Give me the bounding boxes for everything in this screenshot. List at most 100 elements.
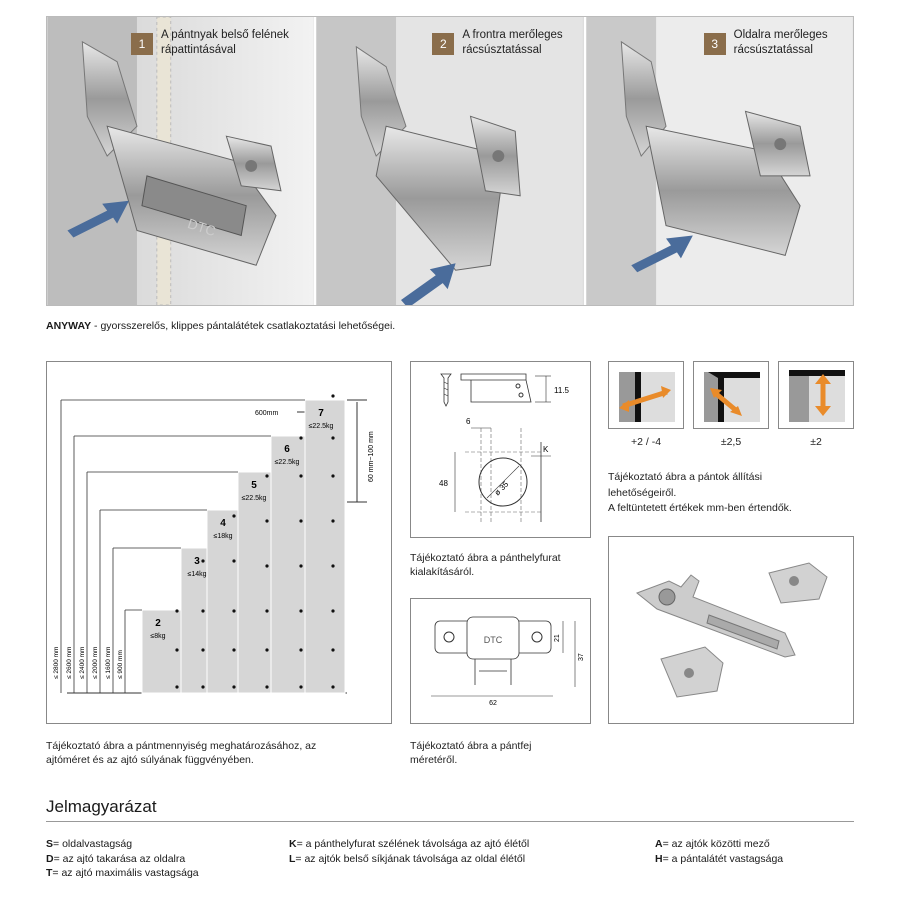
hinge-count-label: 4 xyxy=(220,518,226,529)
hinge-position-dot xyxy=(331,564,335,568)
photo-step-3: 3 Oldalra merőleges rácsúsztatással xyxy=(586,17,853,305)
hinge-position-dot xyxy=(265,609,269,613)
drill-hole-diagram: 11.5 6 ø 35 48 K xyxy=(410,361,591,538)
legend-item: L= az ajtók belső síkjának távolsága az … xyxy=(289,852,526,865)
height-label: ≤ 900 mm xyxy=(117,650,124,679)
step-number: 1 xyxy=(131,33,153,55)
legend-item: K= a pánthelyfurat szélének távolsága az… xyxy=(289,838,530,850)
hinge-position-dot xyxy=(299,564,303,568)
hinge-position-dot xyxy=(265,564,269,568)
hinge-position-dot xyxy=(331,609,335,613)
hinge-position-dot xyxy=(331,648,335,652)
weight-label: ≤18kg xyxy=(213,533,232,540)
legend-item: A= az ajtók közötti mező xyxy=(655,838,770,850)
adjust-item-1: +2 / -4 xyxy=(608,361,684,455)
adjustment-icons: +2 / -4 ±2,5 ±2 xyxy=(608,361,854,455)
dim-48: 48 xyxy=(439,479,448,488)
height-label: ≤ 2600 mm xyxy=(66,647,73,679)
photo-step-2: 2 A frontra merőleges rácsúsztatással xyxy=(316,17,586,305)
hinge-position-dot xyxy=(201,685,205,689)
step-label: A frontra merőleges rácsúsztatással xyxy=(462,29,563,56)
photo-step-1: DTC 1 A pántnyak belső felének rápattint… xyxy=(47,17,317,305)
installation-photos: DTC 1 A pántnyak belső felének rápattint… xyxy=(46,16,854,306)
vertical-adjust-icon xyxy=(789,370,845,422)
hinge-count-label: 7 xyxy=(318,408,324,419)
adjust-caption: Tájékoztató ábra a pántok állítási lehet… xyxy=(608,471,792,514)
hinge-count-label: 3 xyxy=(194,556,200,567)
hinge-position-dot xyxy=(232,685,236,689)
adjust-value: ±2 xyxy=(810,436,822,448)
horizontal-adjust-icon xyxy=(619,372,675,422)
hinge-position-dot xyxy=(232,559,236,563)
dim-21: 21 xyxy=(554,634,561,642)
hinge-illustration-1: DTC xyxy=(47,17,314,305)
adjust-item-2: ±2,5 xyxy=(693,361,769,455)
hinge-product-image xyxy=(608,536,854,724)
cup-brand: DTC xyxy=(484,635,503,645)
width-label: 600mm xyxy=(255,410,279,417)
hinge-chart-caption: Tájékoztató ábra a pántmennyiség meghatá… xyxy=(46,740,317,766)
legend-item: S= oldalvastagság xyxy=(46,838,133,850)
weight-label: ≤22.5kg xyxy=(309,423,334,430)
hinge-position-dot xyxy=(299,519,303,523)
hinge-position-dot xyxy=(331,436,335,440)
hinge-illustration-2 xyxy=(316,17,584,305)
hinge-position-dot xyxy=(232,609,236,613)
dim-35: ø 35 xyxy=(493,479,511,497)
hinge-position-dot xyxy=(299,609,303,613)
drill-caption: Tájékoztató ábra a pánthelyfurat kialakí… xyxy=(410,552,561,578)
legend-item: D= az ajtó takarása az oldalra xyxy=(46,852,186,865)
step-label: A pántnyak belső felének rápattintásával xyxy=(161,29,289,56)
hinge-count-label: 6 xyxy=(284,444,290,455)
adjust-item-3: ±2 xyxy=(778,361,854,455)
drill-svg: 11.5 6 ø 35 48 K xyxy=(439,373,570,522)
hinge-position-dot xyxy=(331,474,335,478)
legend-item: T= az ajtó maximális vastagsága xyxy=(46,867,199,879)
hinge-position-dot xyxy=(331,519,335,523)
cup-caption: Tájékoztató ábra a pántfej méretéről. xyxy=(410,740,532,766)
hinge-position-dot xyxy=(331,394,335,398)
hinge-position-dot xyxy=(175,685,179,689)
step-number: 2 xyxy=(432,33,455,55)
adjust-value: +2 / -4 xyxy=(630,436,662,448)
hinge-parts-illustration xyxy=(636,562,828,698)
hinge-position-dot xyxy=(265,474,269,478)
dim-K: K xyxy=(543,445,549,454)
hinge-position-dot xyxy=(232,648,236,652)
dim-62: 62 xyxy=(489,700,497,707)
hinge-position-dot xyxy=(201,559,205,563)
hinge-position-dot xyxy=(265,648,269,652)
weight-label: ≤14kg xyxy=(187,571,206,578)
legend-item: H= a pántalátét vastagsága xyxy=(655,852,784,865)
dim-37: 37 xyxy=(578,653,585,661)
weight-label: ≤22.5kg xyxy=(275,459,300,466)
hinge-position-dot xyxy=(299,474,303,478)
hinge-position-dot xyxy=(232,514,236,518)
hinge-position-dot xyxy=(175,609,179,613)
cup-svg: DTC 62 21 37 xyxy=(431,616,585,707)
hinge-count-label: 2 xyxy=(155,618,161,629)
cup-size-diagram: DTC 62 21 37 xyxy=(410,598,591,724)
step-number: 3 xyxy=(703,33,726,55)
dim-11-5: 11.5 xyxy=(554,386,570,395)
hinge-position-dot xyxy=(299,436,303,440)
hinge-position-dot xyxy=(201,648,205,652)
hinge-position-dot xyxy=(201,609,205,613)
hinge-position-dot xyxy=(331,685,335,689)
hinge-count-svg: 600mm 60 mm~100 mm ≤ 900 mm2≤8kg≤ 1600 m… xyxy=(53,394,375,694)
height-label: ≤ 2800 mm xyxy=(53,647,60,679)
hinge-position-dot xyxy=(299,648,303,652)
weight-label: ≤22.5kg xyxy=(242,495,267,502)
legend-divider xyxy=(46,821,854,822)
hinge-level-block xyxy=(304,399,346,694)
dim-6: 6 xyxy=(466,417,471,426)
hinge-count-label: 5 xyxy=(251,480,257,491)
height-label: ≤ 2400 mm xyxy=(79,647,86,679)
hinge-position-dot xyxy=(175,648,179,652)
legend-col-2: K= a pánthelyfurat szélének távolsága az… xyxy=(289,837,529,866)
hinge-position-dot xyxy=(299,685,303,689)
hinge-position-dot xyxy=(265,519,269,523)
adjust-value: ±2,5 xyxy=(720,436,742,448)
height-label: ≤ 1600 mm xyxy=(105,647,112,679)
legend-title: Jelmagyarázat xyxy=(46,797,157,816)
